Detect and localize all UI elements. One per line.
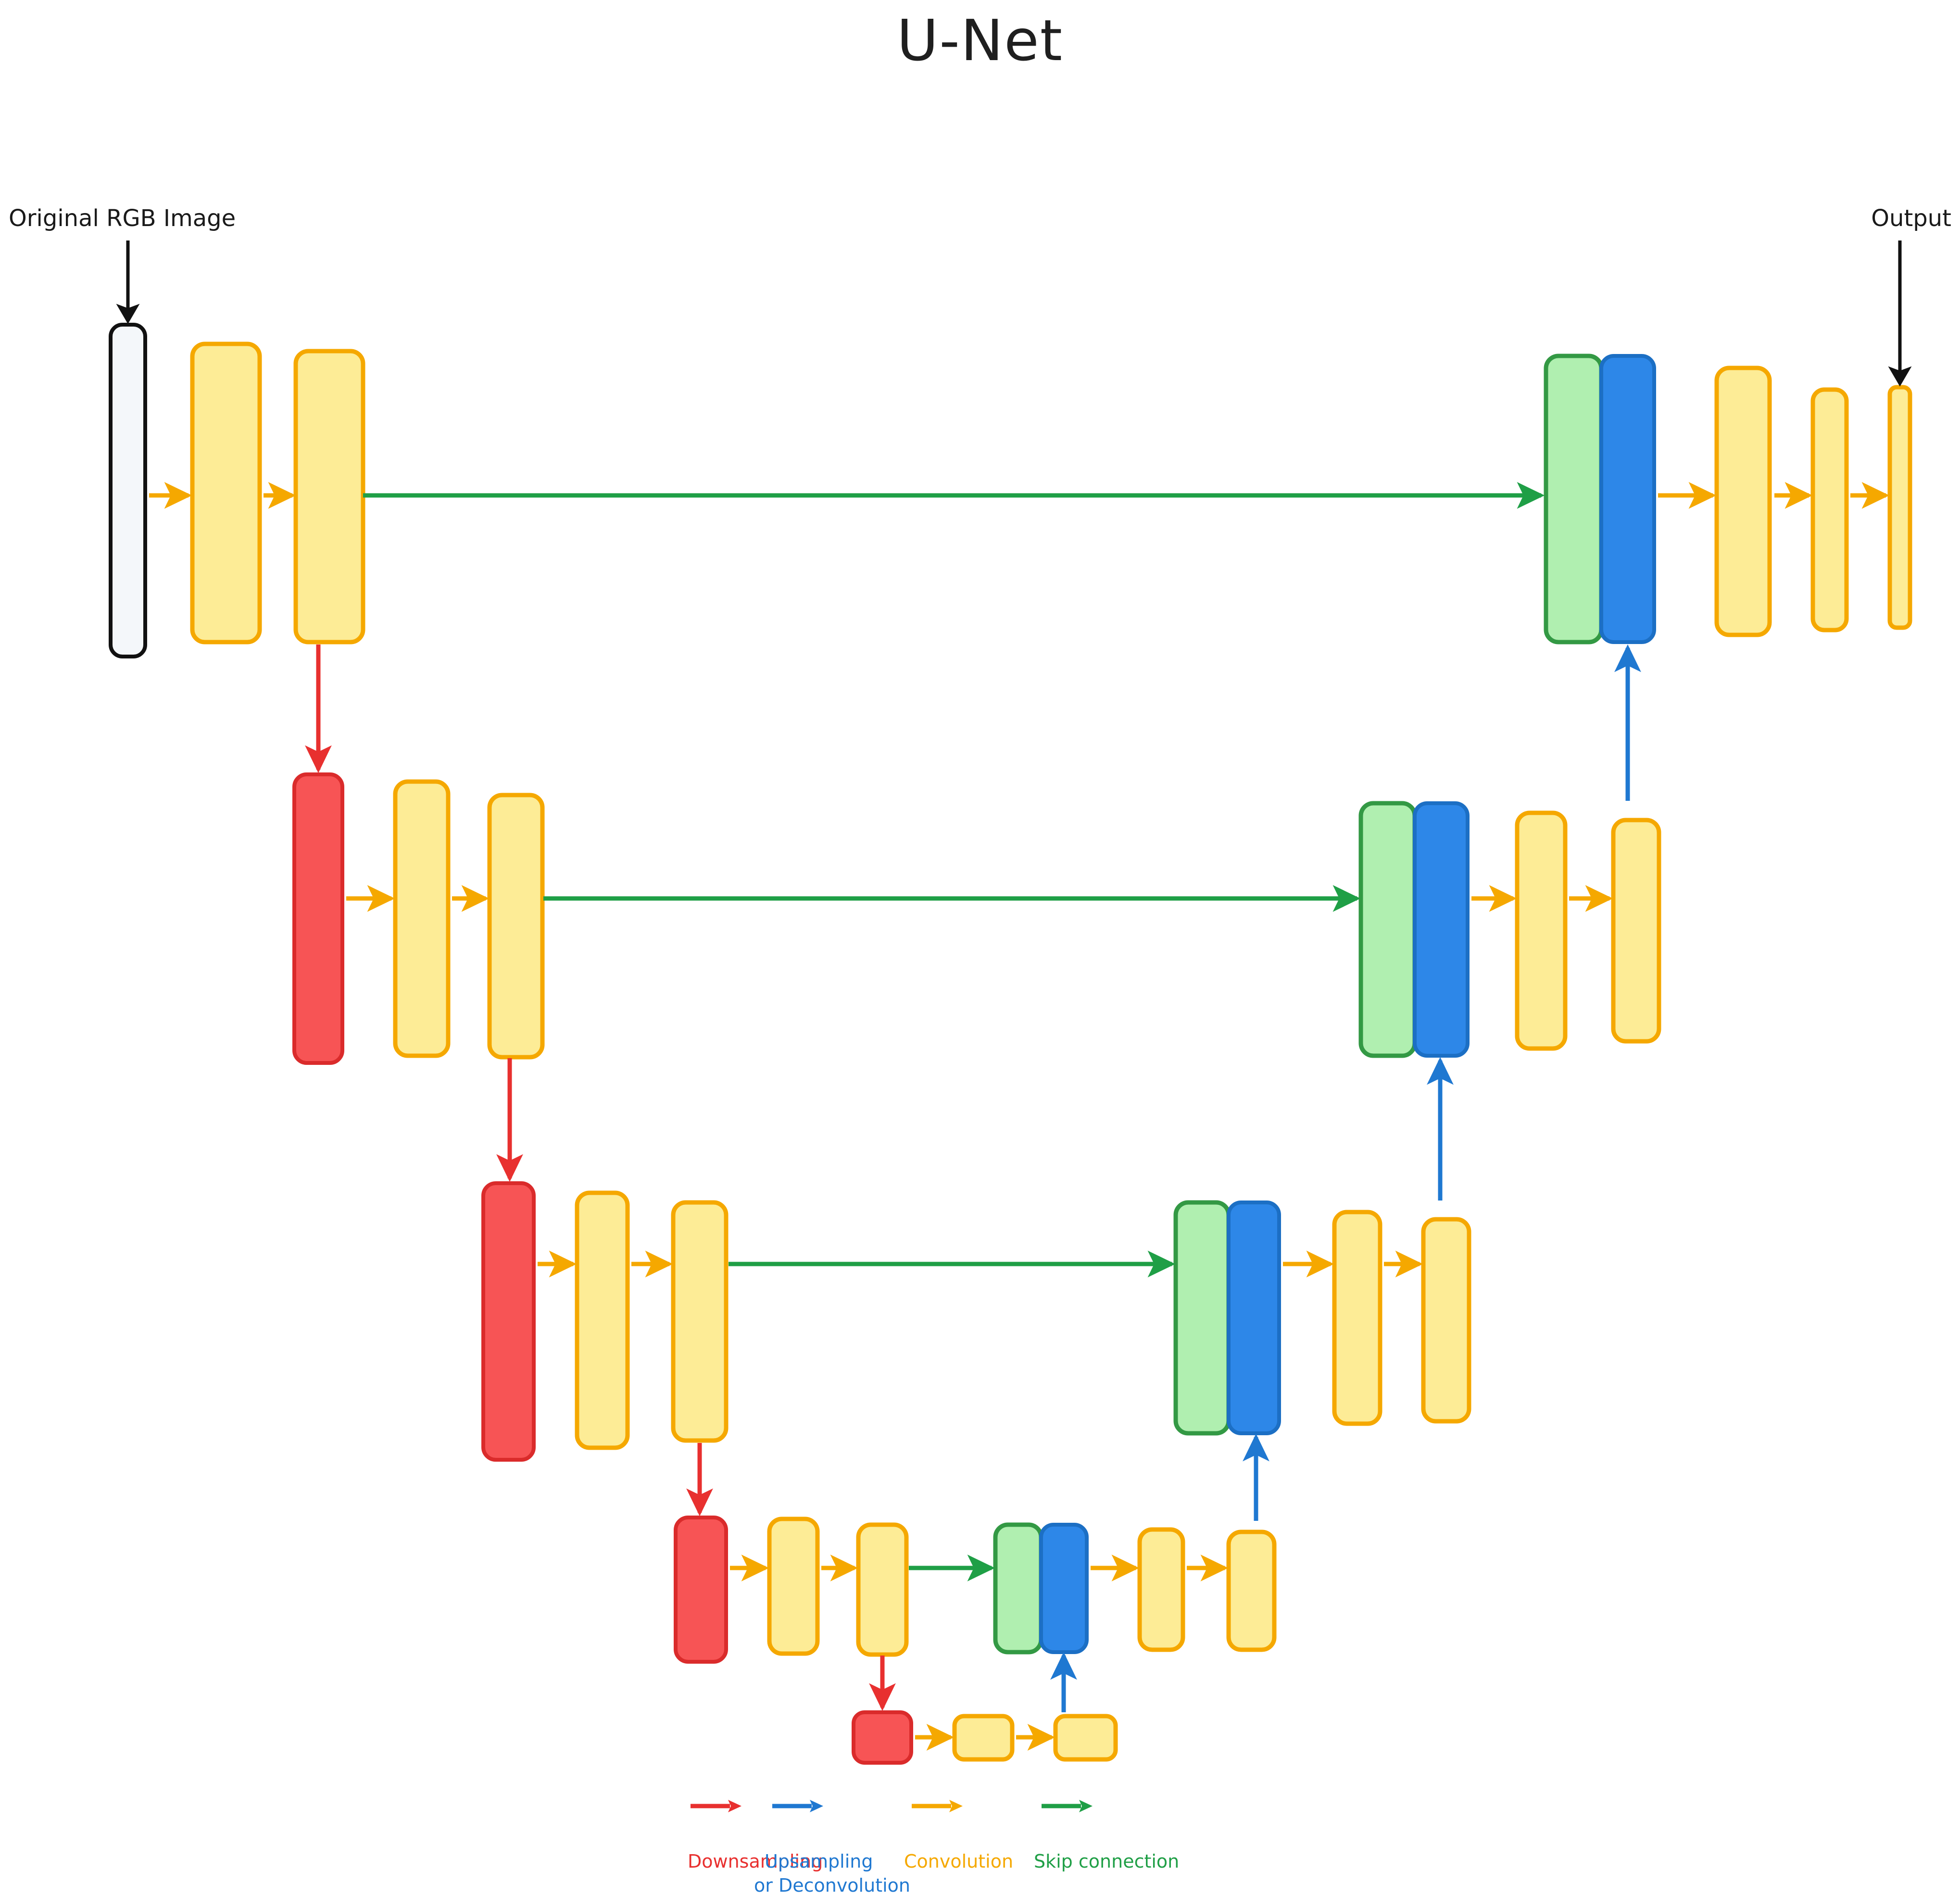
conv-feature-block <box>1810 387 1849 632</box>
page-title: U-Net <box>897 7 1063 74</box>
conv-feature-block <box>1611 818 1661 1044</box>
skip-concat-block <box>1358 801 1417 1058</box>
output-label: Output <box>1871 205 1951 232</box>
downsample-block <box>292 772 344 1065</box>
conv-feature-block <box>1332 1210 1382 1426</box>
downsample-block <box>852 1710 913 1765</box>
conv-feature-block <box>767 1517 820 1656</box>
skip-concat-block <box>1173 1200 1231 1436</box>
input-label: Original RGB Image <box>9 205 236 232</box>
conv-feature-block <box>190 341 262 645</box>
conv-feature-block <box>393 779 451 1058</box>
conv-feature-block <box>671 1200 729 1443</box>
conv-feature-block <box>1421 1217 1471 1424</box>
conv-feature-block <box>487 793 545 1060</box>
skip-concat-block <box>1544 354 1604 645</box>
conv-feature-block <box>1053 1714 1118 1762</box>
conv-feature-block <box>856 1522 909 1657</box>
upsample-block <box>1599 354 1656 644</box>
conv-feature-block <box>293 349 365 645</box>
conv-feature-block <box>1515 810 1568 1051</box>
conv-feature-block <box>1714 366 1772 637</box>
upsample-block <box>1227 1201 1281 1435</box>
input-image-block <box>109 323 147 658</box>
conv-feature-block <box>952 1714 1015 1762</box>
upsample-block <box>1413 801 1470 1058</box>
conv-feature-block <box>575 1190 630 1450</box>
downsample-block <box>674 1516 728 1664</box>
conv-feature-block <box>1887 385 1912 630</box>
downsample-block <box>481 1181 536 1462</box>
conv-feature-block <box>1226 1529 1277 1652</box>
upsample-block <box>1039 1523 1089 1654</box>
conv-feature-block <box>1137 1527 1185 1652</box>
skip-concat-block <box>993 1522 1043 1655</box>
diagram-geometry-layer <box>109 240 1912 1765</box>
